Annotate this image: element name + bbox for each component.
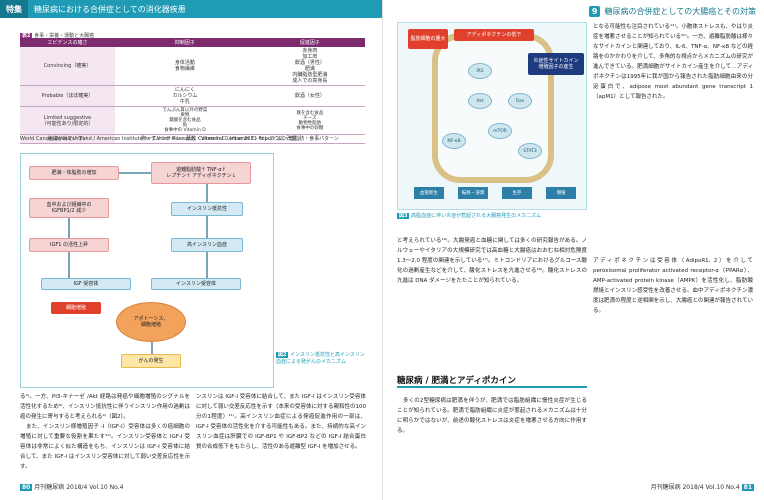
col-header: 抑制因子 xyxy=(115,38,255,47)
fig3-node: Akt xyxy=(468,93,492,109)
fig2-proliferation: 細胞増殖 xyxy=(51,302,101,314)
right-footer: 月刊糖尿病 2018/4 Vol.10 No.4 81 xyxy=(650,484,754,491)
table-caption: 表2 食事・栄養・運動と大腸癌 xyxy=(20,33,95,39)
arrow xyxy=(68,252,70,278)
table-row: Probable（ほぼ確実）にんにく カルシウム 牛乳飲酒（女性） xyxy=(20,85,365,107)
arrow xyxy=(151,342,153,354)
fig3-cytokines: 炎症性サイトカイン 増殖因子の産生 xyxy=(528,53,584,75)
fig2-insulin-receptor: インスリン受容体 xyxy=(151,278,241,290)
fig3-outcome: 増殖 xyxy=(546,187,576,199)
right-page: 9 糖尿病の合併症としての大腸癌とその対策 脂肪細胞の腫大 アディポネクチンの低… xyxy=(382,0,764,500)
fig2-hyperinsulinemia: 高インスリン血症 xyxy=(171,238,243,252)
fig2-factors: 遊離脂肪酸↑ TNF-α↑ レプチン↑ アディポネクチン↓ xyxy=(151,162,251,184)
fig3-outcome: 血管新生 xyxy=(414,187,444,199)
section-heading: 糖尿病 / 肥満とアディポカイン xyxy=(397,374,587,388)
section-tag: 特集 xyxy=(0,0,28,18)
figure-2-caption: 図2 インスリン抵抗性と高インスリン血症による発がんのメカニズム xyxy=(276,352,365,365)
fig3-outcome: 転移・浸潤 xyxy=(458,187,488,199)
fig2-apoptosis: アポトーシス、 細胞増殖 xyxy=(116,302,186,342)
body-text: る⁹⁾。一方、PI3-キナーゼ /Akt 経路は発癌や細胞増殖のシグナルを活性化… xyxy=(20,394,190,470)
arrow xyxy=(206,252,208,278)
figure-3-caption: 図3 高脂血症に伴い炎症が惹起される大腸癌発生のメカニズム xyxy=(397,213,542,219)
col-header: エビデンスの確さ xyxy=(20,38,115,47)
left-footer: 80 月刊糖尿病 2018/4 Vol.10 No.4 xyxy=(20,484,124,491)
figure-2: 肥満・体脂肪の増加 遊離脂肪酸↑ TNF-α↑ レプチン↑ アディポネクチン↓ … xyxy=(20,153,274,388)
chapter-badge: 9 xyxy=(588,6,601,17)
fig2-cancer: がんの発生 xyxy=(121,354,181,368)
arrow xyxy=(206,216,208,238)
fig3-adipocyte: 脂肪細胞の腫大 xyxy=(408,29,448,49)
running-title: 糖尿病における合併症としての消化器疾患 xyxy=(34,4,186,14)
evidence-table: エビデンスの確さ 抑制因子 促進因子 Convincing（確実）身体活動 食物… xyxy=(20,38,365,144)
fig3-node: NF-κB xyxy=(442,133,466,149)
fig2-obesity: 肥満・体脂肪の増加 xyxy=(29,166,119,180)
right-running-header: 9 糖尿病の合併症としての大腸癌とその対策 xyxy=(588,6,756,17)
body-text: 多くの2型糖尿病は肥満を伴うが、肥満では脂肪組織に慢性炎症が生じることが知られて… xyxy=(397,398,587,434)
fig2-igf-receptor: IGF 受容体 xyxy=(41,278,131,290)
body-text: と考えられている¹⁶⁾。大腸発癌と血糖に関しては多くの研究報告がある。ノルウェー… xyxy=(397,238,587,284)
figure-3: 脂肪細胞の腫大 アディポネクチンの低下 炎症性サイトカイン 増殖因子の産生 IR… xyxy=(397,22,587,210)
body-text: となる可能性も注目されている¹⁴⁾。小胞体ストレスも、やはり炎症を増悪させること… xyxy=(593,24,753,100)
fig3-node: IRS xyxy=(468,63,492,79)
fig3-node: mTOR xyxy=(488,123,512,139)
col-header: 促進因子 xyxy=(254,38,365,47)
arrow xyxy=(68,218,70,238)
arrow xyxy=(119,172,151,174)
table-source: World Cancer Research Fund / American In… xyxy=(20,136,297,142)
fig3-outcome: 生存 xyxy=(502,187,532,199)
fig2-igf1: IGF1 の活性上昇 xyxy=(29,238,109,252)
table-row: Convincing（確実）身体活動 食物繊維赤身肉 加工肉 飲酒（男性） 肥満… xyxy=(20,47,365,86)
fig2-igfbp: 血中および組織中の IGFBP1/2 減少 xyxy=(29,198,109,218)
left-running-header: 特集 糖尿病における合併症としての消化器疾患 xyxy=(0,0,382,18)
body-text: ンスリンは IGF-I 受容体に結合して、また IGF-I はインスリン受容体に… xyxy=(196,394,366,450)
body-text: アディポネクチンは受容体（AdipoR1, 2）を介してperoxisomal … xyxy=(593,258,753,314)
arrow xyxy=(206,184,208,202)
fig2-insulin-resistance: インスリン抵抗性 xyxy=(171,202,243,216)
fig3-node: Ras xyxy=(508,93,532,109)
table-row: Limited suggestive （可能性あり/限定的）でんぷん質以外の野菜… xyxy=(20,106,365,135)
table-row: 結論が出ていない魚・グリシテイン・葉酸・Vitamin C・Vitamin E・… xyxy=(20,134,365,144)
fig3-adiponectin: アディポネクチンの低下 xyxy=(454,29,534,41)
fig3-node: STAT3 xyxy=(518,143,542,159)
running-title: 糖尿病の合併症としての大腸癌とその対策 xyxy=(604,7,756,16)
left-page: 特集 糖尿病における合併症としての消化器疾患 表2 食事・栄養・運動と大腸癌 エ… xyxy=(0,0,382,491)
